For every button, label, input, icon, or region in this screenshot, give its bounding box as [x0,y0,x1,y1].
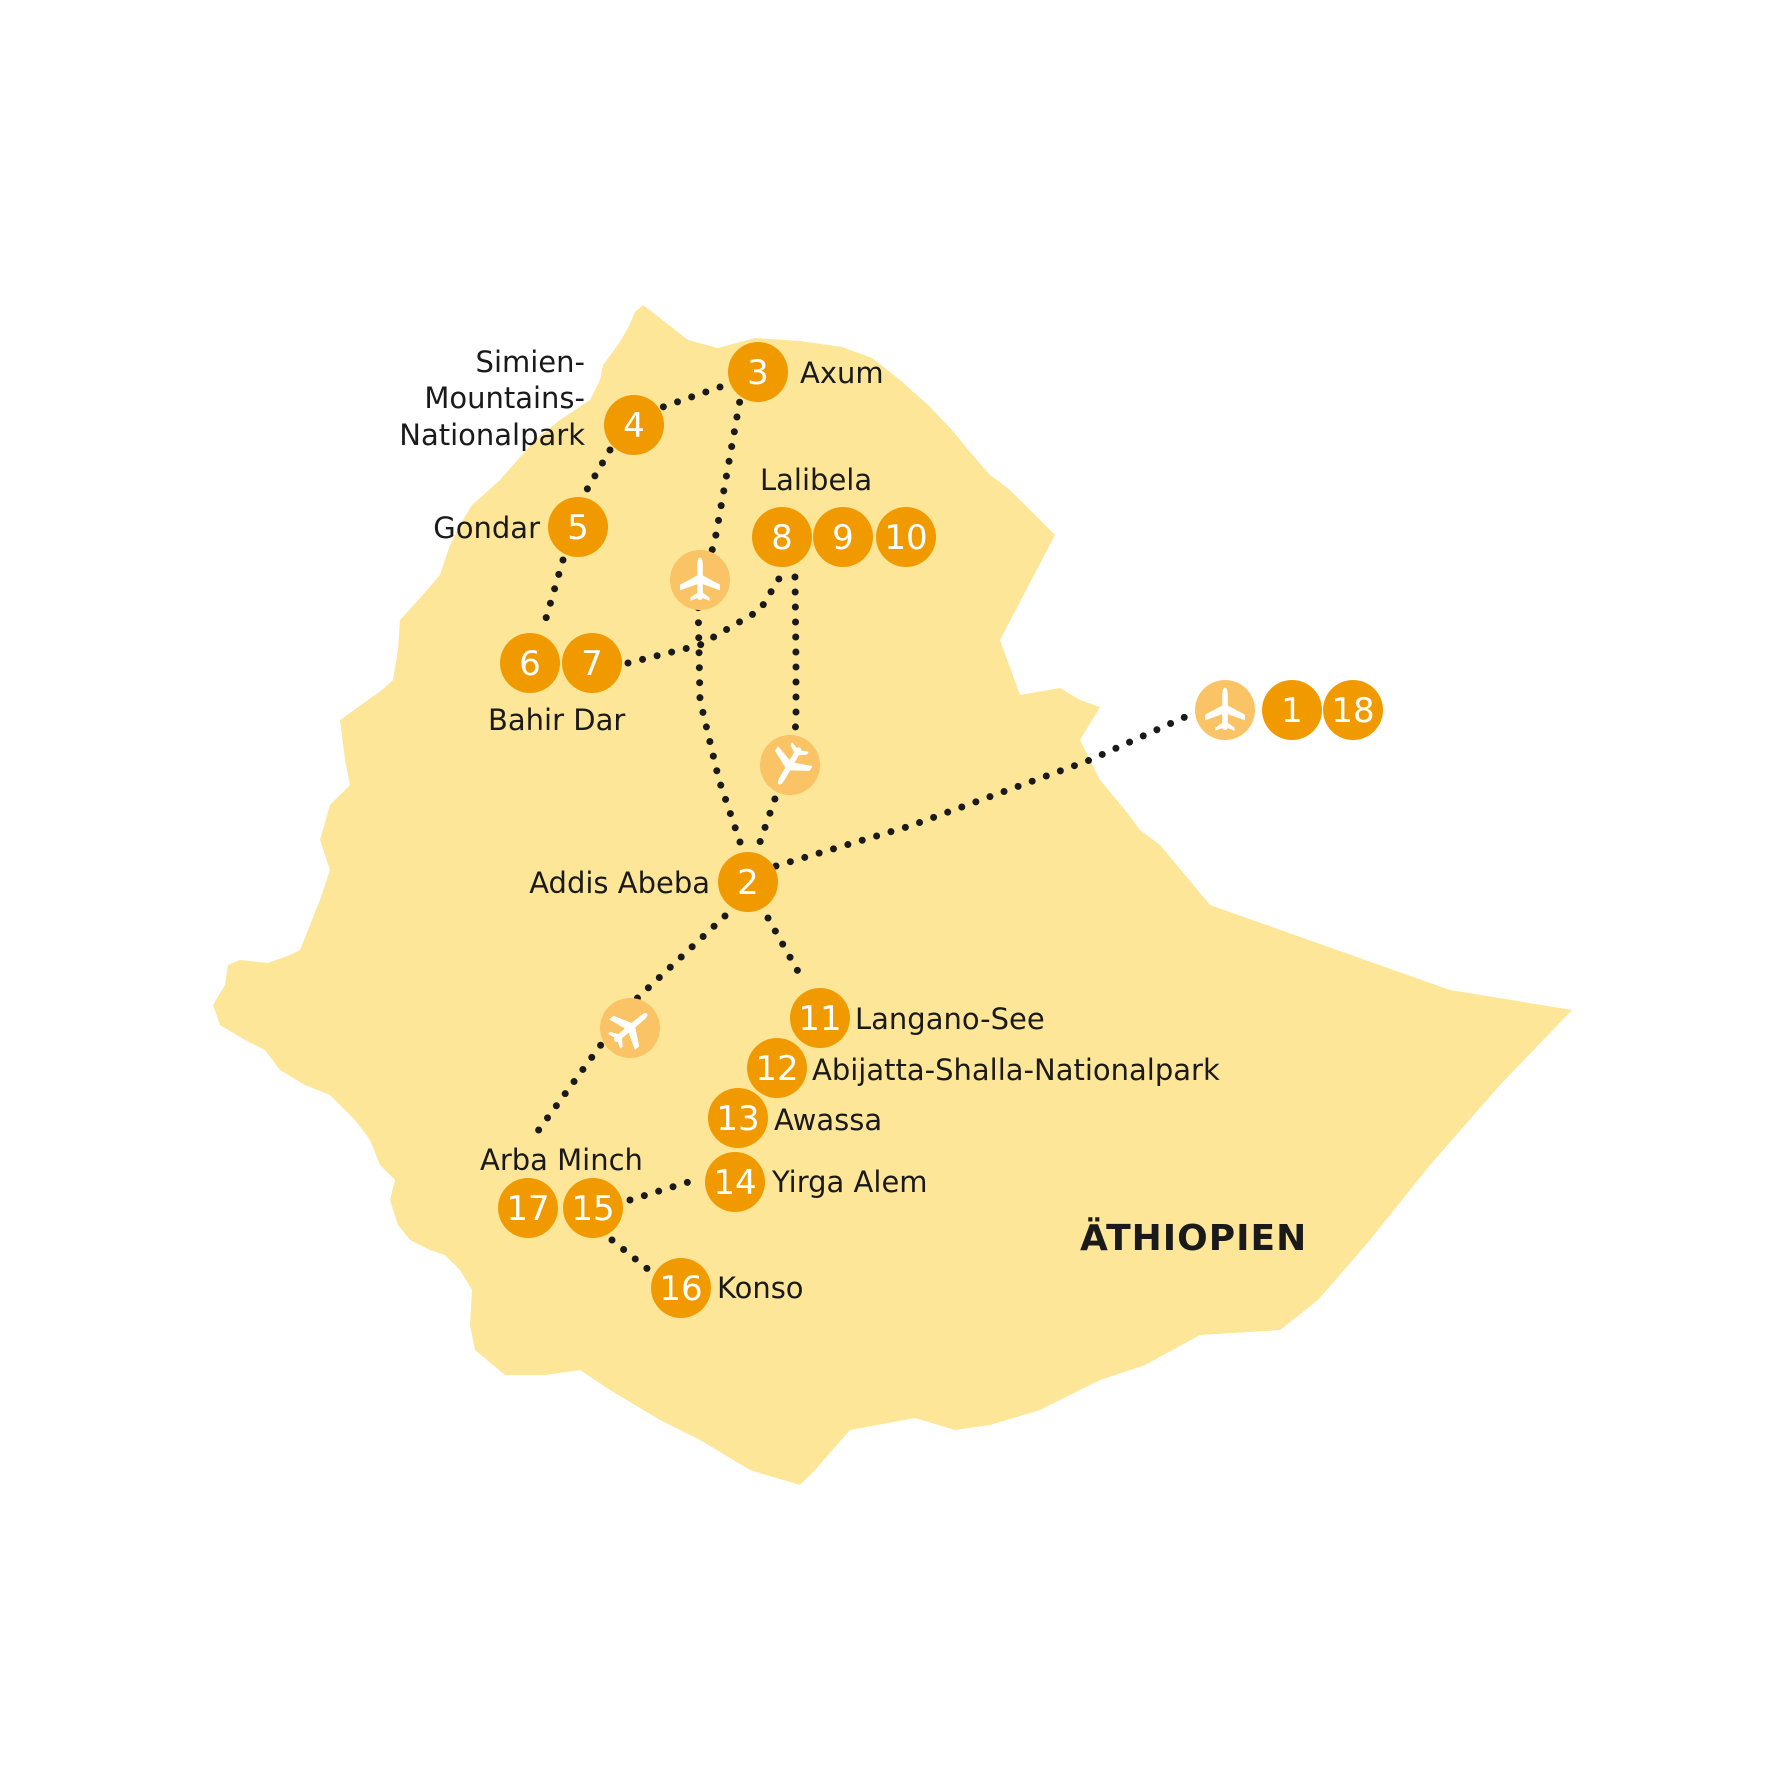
svg-text:9: 9 [832,518,854,558]
place-labels: Simien- Mountains- Nationalpark Axum Lal… [399,345,1307,1305]
country-label: ÄTHIOPIEN [1080,1217,1307,1259]
airport-international [1195,680,1255,740]
route-lines [531,383,1189,1279]
stop-11: 11 [790,988,850,1048]
label-bahir-dar: Bahir Dar [488,703,625,737]
route-axum-simien [656,383,724,412]
stop-7: 7 [562,633,622,693]
route-addis-langano [764,914,804,979]
svg-text:2: 2 [737,863,759,903]
svg-text:18: 18 [1331,691,1374,731]
svg-text:5: 5 [567,508,589,548]
svg-text:12: 12 [755,1049,798,1089]
label-axum: Axum [800,356,884,390]
stop-10: 10 [876,507,936,567]
stop-2: 2 [718,852,778,912]
label-yirga-alem: Yirga Alem [771,1165,928,1199]
route-arbaminch-konso [608,1236,659,1279]
label-addis-abeba: Addis Abeba [529,866,710,900]
airport-north [670,550,730,610]
route-addis-arbaminch [531,912,729,1139]
svg-text:14: 14 [713,1163,756,1203]
svg-text:3: 3 [747,353,769,393]
airport-lalibela-flight [760,735,820,795]
ethiopia-land [213,305,1572,1485]
label-langano-see: Langano-See [855,1002,1045,1036]
label-lalibela: Lalibela [760,463,872,497]
stop-3: 3 [728,342,788,402]
stop-16: 16 [651,1258,711,1318]
stop-9: 9 [813,507,873,567]
route-lalibela-addis [756,573,800,846]
stop-8: 8 [752,507,812,567]
route-addis-north [694,396,744,846]
label-gondar: Gondar [433,511,540,545]
label-konso: Konso [717,1271,804,1305]
svg-text:11: 11 [798,999,841,1039]
svg-text:1: 1 [1281,691,1303,731]
label-abijatta-shalla: Abijatta-Shalla-Nationalpark [812,1053,1220,1087]
stop-15: 15 [563,1178,623,1238]
svg-text:4: 4 [623,406,645,446]
stop-5: 5 [548,497,608,557]
svg-text:6: 6 [519,644,541,684]
stop-13: 13 [708,1088,768,1148]
label-simien-2: Mountains- [424,381,585,415]
stop-6: 6 [500,633,560,693]
svg-text:7: 7 [581,644,603,684]
airport-south [600,998,661,1058]
route-bahirdar-lalibela [624,573,784,667]
svg-text:17: 17 [506,1189,549,1229]
route-arbaminch-yirga [626,1176,699,1204]
label-simien-1: Simien- [476,345,585,379]
stop-markers: 1 18 2 3 4 5 6 7 8 9 10 11 12 13 14 15 1… [498,342,1383,1318]
stop-12: 12 [747,1038,807,1098]
label-awassa: Awassa [774,1103,882,1137]
svg-text:15: 15 [571,1189,614,1229]
route-simien-gondar [574,446,614,509]
label-arba-minch: Arba Minch [480,1143,643,1177]
svg-text:13: 13 [716,1099,759,1139]
stop-14: 14 [705,1152,765,1212]
stop-17: 17 [498,1178,558,1238]
svg-text:10: 10 [884,518,927,558]
stop-4: 4 [604,395,664,455]
stop-18: 18 [1323,680,1383,740]
stop-1: 1 [1262,680,1322,740]
route-gondar-bahirdar [538,556,567,636]
svg-text:8: 8 [771,518,793,558]
svg-text:16: 16 [659,1269,702,1309]
label-simien-3: Nationalpark [399,418,585,452]
